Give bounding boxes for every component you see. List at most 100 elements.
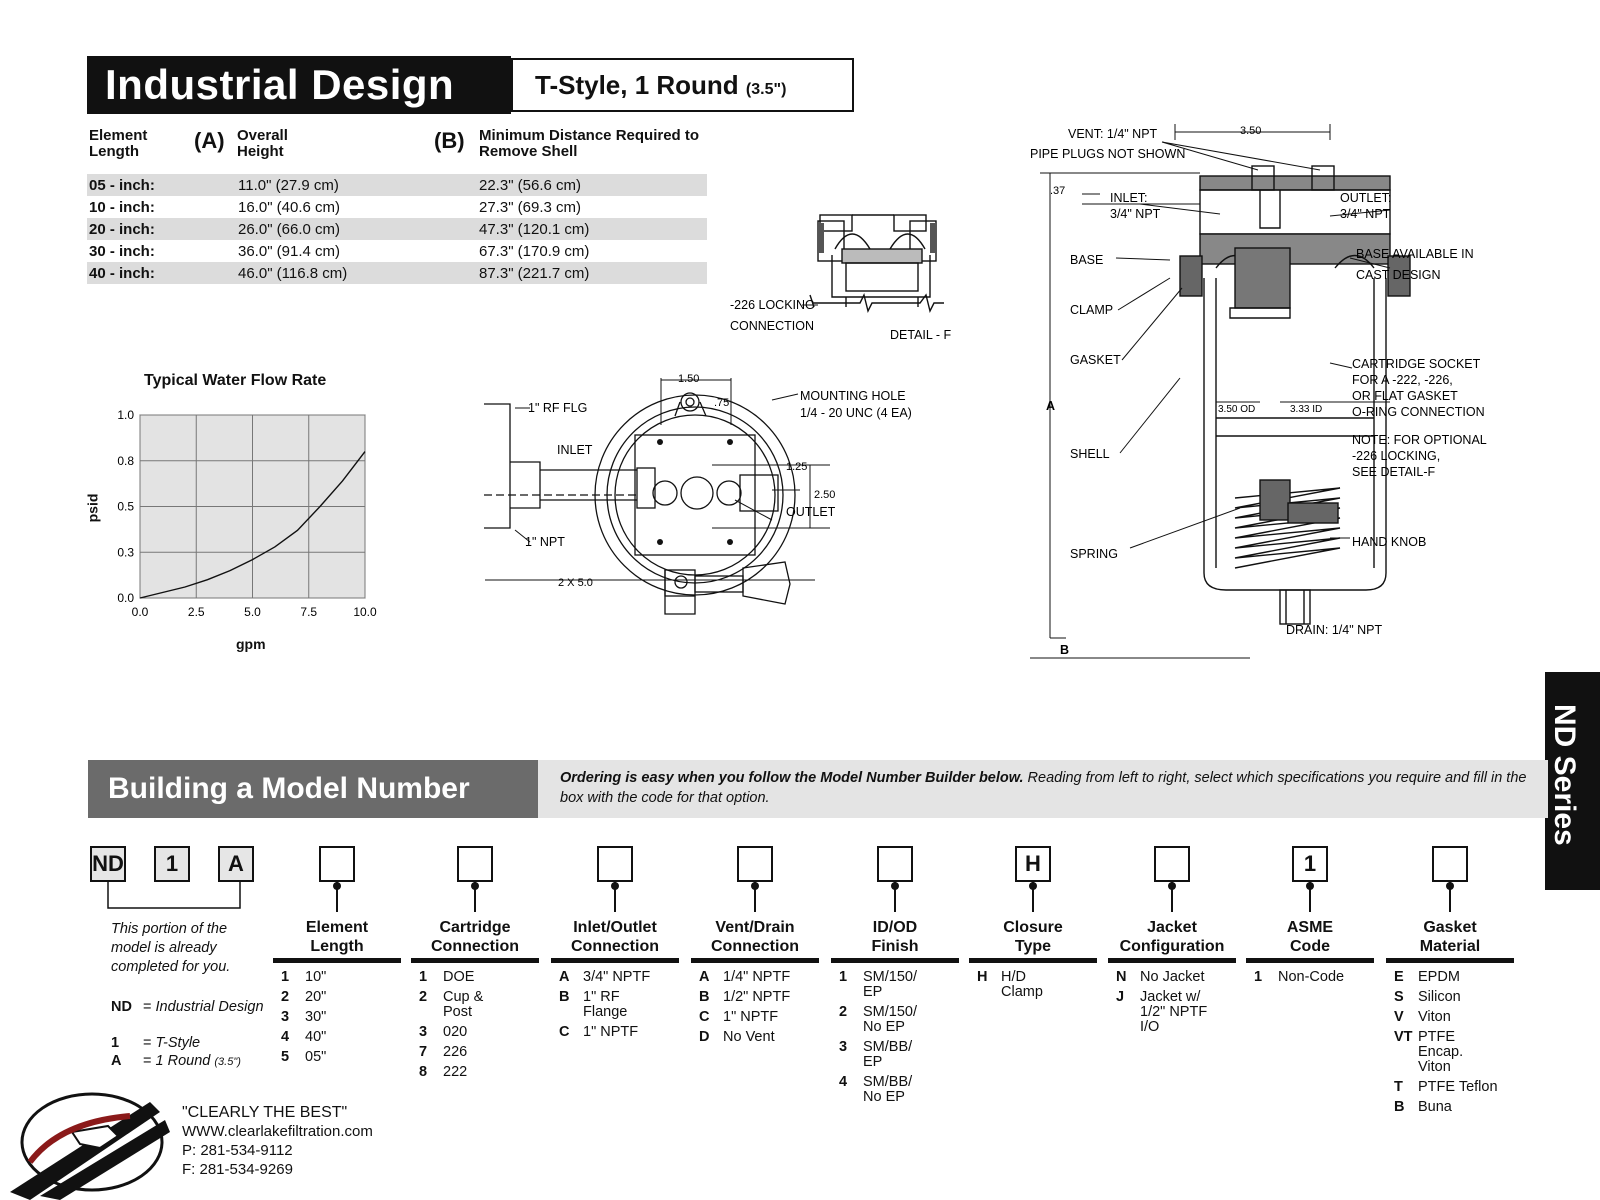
- option-label-line: 1/2" NPTF: [1140, 1004, 1208, 1020]
- option-code: 1: [419, 969, 428, 985]
- connector-dot: [1306, 882, 1314, 890]
- connector-dot: [471, 882, 479, 890]
- sec-socket-2: FOR A -222, -226,: [1352, 373, 1453, 387]
- option-code: 4: [281, 1029, 290, 1045]
- option-label: Buna: [1418, 1099, 1452, 1115]
- option-label: 20": [305, 989, 327, 1005]
- option-code: A: [559, 969, 570, 985]
- sec-pipe-plugs: PIPE PLUGS NOT SHOWN: [1030, 147, 1185, 161]
- top-dim-150: 1.50: [678, 373, 699, 385]
- option-label-line: EP: [863, 1054, 883, 1070]
- connector-line: [1171, 882, 1173, 912]
- connector-dot: [611, 882, 619, 890]
- code-input-box[interactable]: [1154, 846, 1190, 882]
- page-title: Industrial Design: [87, 56, 511, 114]
- option-code: D: [699, 1029, 710, 1045]
- builder-desc-rest: Reading from left to right, select which…: [560, 770, 1527, 806]
- option-label-line: No EP: [863, 1089, 905, 1105]
- option-label: 40": [305, 1029, 327, 1045]
- option-code: C: [559, 1024, 570, 1040]
- code-input-box[interactable]: [737, 846, 773, 882]
- sec-inlet-1: INLET:: [1110, 191, 1148, 205]
- option-code: B: [1394, 1099, 1405, 1115]
- subtitle-text: T-Style, 1 Round: [535, 70, 739, 100]
- option-label-line: Viton: [1418, 1059, 1451, 1075]
- cell-length: 30 - inch:: [89, 242, 155, 260]
- cell-length: 40 - inch:: [89, 264, 155, 282]
- page-subtitle: T-Style, 1 Round (3.5"): [511, 58, 854, 112]
- col-header-distance: Minimum Distance Required to Remove Shel…: [479, 127, 700, 160]
- option-code: N: [1116, 969, 1127, 985]
- code-input-box[interactable]: [1432, 846, 1468, 882]
- legend-row: 1 = T-Style: [111, 1035, 201, 1051]
- table-row: 30 - inch:36.0" (91.4 cm)67.3" (170.9 cm…: [87, 240, 707, 262]
- top-outlet: OUTLET: [786, 505, 836, 519]
- option-item: B Buna: [1394, 1100, 1524, 1115]
- option-label: No Jacket: [1140, 969, 1205, 985]
- cell-height: 46.0" (116.8 cm): [238, 264, 348, 282]
- column-title-line2: Code: [1290, 938, 1330, 955]
- sec-inlet-2: 3/4" NPT: [1110, 207, 1161, 221]
- top-npt: 1" NPT: [525, 535, 565, 549]
- chart-xlabel: gpm: [236, 636, 266, 652]
- code-input-box[interactable]: [877, 846, 913, 882]
- fixed-note: This portion of the model is already com…: [111, 921, 231, 975]
- cell-height: 26.0" (66.0 cm): [238, 220, 341, 238]
- code-input-box[interactable]: [597, 846, 633, 882]
- top-rf-flg: 1" RF FLG: [528, 401, 587, 415]
- option-code: J: [1116, 989, 1125, 1005]
- spec-table: 05 - inch:11.0" (27.9 cm)22.3" (56.6 cm)…: [87, 174, 707, 284]
- code-input-box[interactable]: [319, 846, 355, 882]
- y-tick-label: 0.3: [117, 545, 134, 559]
- cell-height: 16.0" (40.6 cm): [238, 198, 341, 216]
- section-view-drawing: VENT: 1/4" NPT PIPE PLUGS NOT SHOWN 3.50…: [1030, 124, 1487, 659]
- connector-line: [754, 882, 756, 912]
- option-label: 1" RF: [583, 989, 620, 1005]
- connector-dot: [1446, 882, 1454, 890]
- x-tick-label: 2.5: [188, 605, 205, 619]
- sec-socket-4: O-RING CONNECTION: [1352, 405, 1485, 419]
- column-title-line1: Element: [305, 919, 369, 936]
- option-label: SM/BB/: [863, 1039, 913, 1055]
- code-input-box[interactable]: 1: [1292, 846, 1328, 882]
- code-input-box[interactable]: H: [1015, 846, 1051, 882]
- column-title-line1: Vent/Drain: [715, 919, 795, 936]
- option-label: 1/4" NPTF: [723, 969, 791, 985]
- column-rule: [551, 958, 679, 963]
- option-label-line: Post: [443, 1004, 473, 1020]
- connector-line: [1032, 882, 1034, 912]
- cell-height: 11.0" (27.9 cm): [238, 176, 339, 194]
- option-item: A 1/4" NPTF: [699, 970, 829, 985]
- column-title-line1: ASME: [1286, 919, 1334, 936]
- option-code: 4: [839, 1074, 848, 1090]
- chart-ylabel: psid: [84, 493, 101, 523]
- sec-b: B: [1060, 643, 1069, 657]
- sec-socket-1: CARTRIDGE SOCKET: [1352, 357, 1481, 371]
- top-dim-75: .75: [714, 397, 729, 409]
- option-code: A: [699, 969, 710, 985]
- flow-series-line: [139, 451, 366, 599]
- footer-web[interactable]: WWW.clearlakefiltration.com: [182, 1123, 373, 1140]
- column-title-line1: Closure: [1003, 919, 1063, 936]
- builder-desc-bold: Ordering is easy when you follow the Mod…: [560, 770, 1024, 786]
- code-input-box[interactable]: [457, 846, 493, 882]
- detail-f-locking: -226 LOCKING: [730, 298, 815, 312]
- x-tick-label: 0.0: [132, 605, 149, 619]
- sec-clamp: CLAMP: [1070, 303, 1113, 317]
- fixed-bracket: [107, 882, 241, 909]
- sec-gasket: GASKET: [1070, 353, 1121, 367]
- option-code: 2: [419, 989, 428, 1005]
- option-label-line: Flange: [583, 1004, 628, 1020]
